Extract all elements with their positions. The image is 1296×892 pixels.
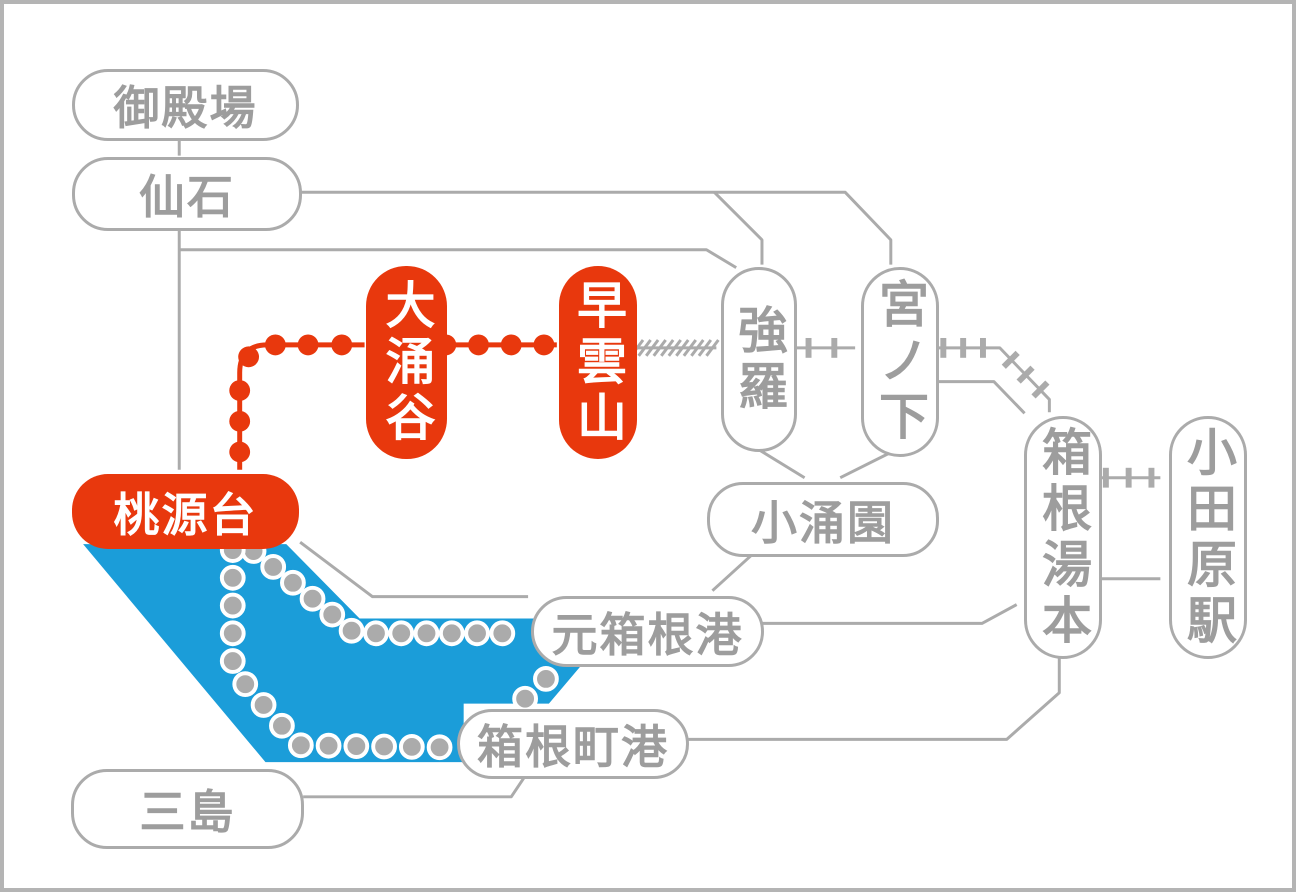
station-mishima: 三島 xyxy=(71,769,304,849)
cablecar-sounzan-gora-hatch xyxy=(652,339,667,357)
ropeway-owakudani-togendai-dot xyxy=(500,334,522,356)
ropeway-owakudani-togendai-dot xyxy=(297,334,319,356)
ropeway-owakudani-togendai-dot xyxy=(264,334,286,356)
boat-togendai-motohakone-dot xyxy=(338,617,365,644)
lake-ashi-shape xyxy=(83,544,615,763)
road-mishima-hakonemachi xyxy=(303,775,527,799)
cablecar-sounzan-gora-hatch xyxy=(675,339,690,357)
boat-motohakone-hakonemachi-dot xyxy=(512,685,538,712)
boat-togendai-hakonemachi-dot xyxy=(398,733,425,760)
road-yumoto-hakonemachi xyxy=(684,653,1061,741)
cablecar-sounzan-gora-hatch xyxy=(637,339,652,357)
route-map-canvas xyxy=(83,139,1161,799)
railway-miyanoshita-yumoto-tick xyxy=(1016,365,1035,384)
station-odawara: 小田原駅 xyxy=(1169,416,1247,659)
station-togendai-label: 桃源台 xyxy=(113,488,258,541)
ropeway-owakudani-togendai-dot xyxy=(238,346,260,368)
road-motohakone-yumoto xyxy=(758,603,1018,625)
cablecar-sounzan-gora-hatch xyxy=(690,339,705,357)
boat-togendai-hakonemachi-dot xyxy=(219,648,246,674)
ropeway-owakudani-togendai-dot xyxy=(229,410,251,432)
station-motohakone-ko-label: 元箱根港 xyxy=(551,608,744,661)
boat-togendai-motohakone-dot xyxy=(438,620,465,647)
boat-togendai-motohakone-dot xyxy=(388,620,415,647)
boat-togendai-hakonemachi-dot xyxy=(219,564,246,591)
station-mishima-label: 三島 xyxy=(139,786,236,838)
boat-togendai-motohakone-dot xyxy=(319,601,346,628)
boat-togendai-hakonemachi-dot xyxy=(371,733,397,760)
ropeway-owakudani-togendai-dot xyxy=(533,334,555,356)
boat-togendai-hakonemachi-dot xyxy=(250,692,277,718)
boat-togendai-hakonemachi-dot xyxy=(287,732,314,759)
boat-togendai-motohakone-dot xyxy=(280,569,306,596)
station-hakonemachi-ko: 箱根町港 xyxy=(457,709,689,779)
boat-togendai-motohakone-dot xyxy=(260,554,287,580)
station-sounzan-label: 早雲山 xyxy=(570,278,626,447)
boat-togendai-motohakone-dot xyxy=(299,585,326,612)
ropeway-owakudani-togendai-dot xyxy=(331,334,353,356)
boat-togendai-hakonemachi-dot xyxy=(343,733,370,759)
boat-togendai-hakonemachi-dot xyxy=(315,732,342,759)
boat-togendai-hakonemachi-dot xyxy=(269,712,295,739)
boat-motohakone-hakonemachi-dot xyxy=(533,666,559,692)
station-miyanoshita-label: 宮ノ下 xyxy=(872,278,928,446)
station-kowakien-label: 小涌園 xyxy=(751,496,895,549)
station-owakudani-label: 大涌谷 xyxy=(378,278,435,447)
road-gora-kowakien xyxy=(755,446,806,479)
station-gotemba-label: 御殿場 xyxy=(113,82,258,134)
railway-miyanoshita-yumoto-tick xyxy=(1031,380,1050,399)
boat-togendai-motohakone-dot xyxy=(363,620,389,647)
station-motohakone-ko: 元箱根港 xyxy=(531,596,764,667)
boat-togendai-motohakone-dot xyxy=(413,620,440,647)
cablecar-sounzan-gora-hatch xyxy=(645,339,660,357)
station-sengoku: 仙石 xyxy=(72,157,302,231)
railway-miyanoshita-yumoto-tick xyxy=(1001,350,1020,369)
station-gora: 強羅 xyxy=(721,267,797,452)
cablecar-sounzan-gora-hatch xyxy=(660,339,675,357)
boat-togendai-hakonemachi-dot xyxy=(232,671,259,698)
station-sengoku-label: 仙石 xyxy=(139,171,235,223)
station-hakone-yumoto: 箱根湯本 xyxy=(1024,416,1102,659)
boat-togendai-motohakone-dot xyxy=(464,620,490,647)
road-sengoku-gora xyxy=(179,248,737,269)
station-miyanoshita: 宮ノ下 xyxy=(861,267,939,457)
station-hakone-yumoto-label: 箱根湯本 xyxy=(1035,425,1091,650)
cablecar-sounzan-gora-hatch xyxy=(697,339,713,357)
station-gotemba: 御殿場 xyxy=(72,69,299,141)
boat-togendai-hakonemachi-dot xyxy=(219,620,246,647)
boat-togendai-hakonemachi-dot xyxy=(426,734,453,761)
road-miyanoshita-kowakien xyxy=(839,450,893,480)
station-hakonemachi-ko-label: 箱根町港 xyxy=(477,721,669,773)
boat-togendai-motohakone-dot xyxy=(489,620,516,647)
road-sengoku-miyanoshita xyxy=(301,190,893,265)
station-gora-label: 強羅 xyxy=(731,303,787,416)
station-togendai: 桃源台 xyxy=(72,474,299,549)
boat-togendai-hakonemachi-dot xyxy=(219,592,246,619)
station-sounzan: 早雲山 xyxy=(559,266,637,459)
road-kowakien-motohakone xyxy=(711,549,758,592)
ropeway-owakudani-togendai-dot xyxy=(468,334,489,356)
road-miyanoshita-yumoto xyxy=(932,380,1026,415)
ropeway-owakudani-togendai-dot xyxy=(229,441,251,463)
ropeway-owakudani-togendai-dot xyxy=(229,380,251,401)
station-odawara-label: 小田原駅 xyxy=(1180,425,1236,650)
road-branch-gora xyxy=(713,191,764,265)
station-owakudani: 大涌谷 xyxy=(366,266,447,459)
ropeway-owakudani-togendai-line xyxy=(237,342,365,470)
road-togendai-motohakone xyxy=(299,540,529,599)
station-kowakien: 小涌園 xyxy=(707,482,939,557)
cablecar-sounzan-gora-hatch xyxy=(667,339,682,357)
cablecar-sounzan-gora-hatch xyxy=(682,339,697,357)
cablecar-sounzan-gora-hatch xyxy=(705,339,720,357)
